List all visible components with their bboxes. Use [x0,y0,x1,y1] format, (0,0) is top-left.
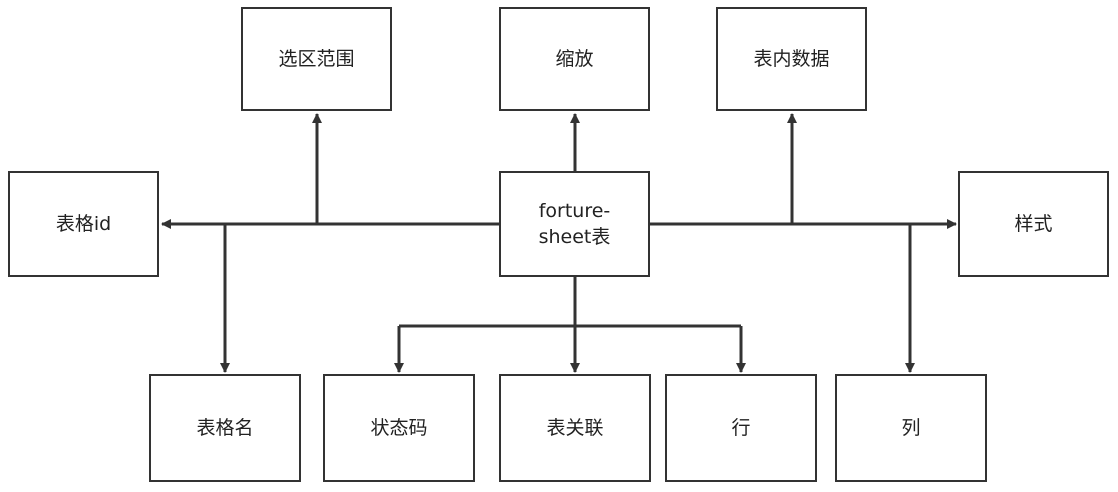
node-table-data: 表内数据 [716,7,867,111]
node-sheet-relation-label: 表关联 [546,417,604,439]
node-row-label: 行 [731,417,751,439]
node-selection-range: 选区范围 [241,7,392,111]
node-status-code-label: 状态码 [370,417,428,439]
node-status-code: 状态码 [323,374,475,482]
node-style-label: 样式 [1014,213,1053,235]
node-sheet-name-label: 表格名 [196,417,254,439]
node-row: 行 [665,374,817,482]
node-selection-range-label: 选区范围 [278,48,355,70]
node-sheet-id-label: 表格id [55,213,112,235]
node-center-label: forture- sheet表 [538,200,611,248]
node-sheet-relation: 表关联 [499,374,651,482]
node-column-label: 列 [901,417,921,439]
node-style: 样式 [958,171,1109,277]
node-column: 列 [835,374,987,482]
node-zoom-label: 缩放 [555,48,594,70]
node-table-data-label: 表内数据 [753,48,830,70]
node-center: forture- sheet表 [499,171,650,277]
node-zoom: 缩放 [499,7,650,111]
node-sheet-name: 表格名 [149,374,301,482]
node-sheet-id: 表格id [8,171,159,277]
